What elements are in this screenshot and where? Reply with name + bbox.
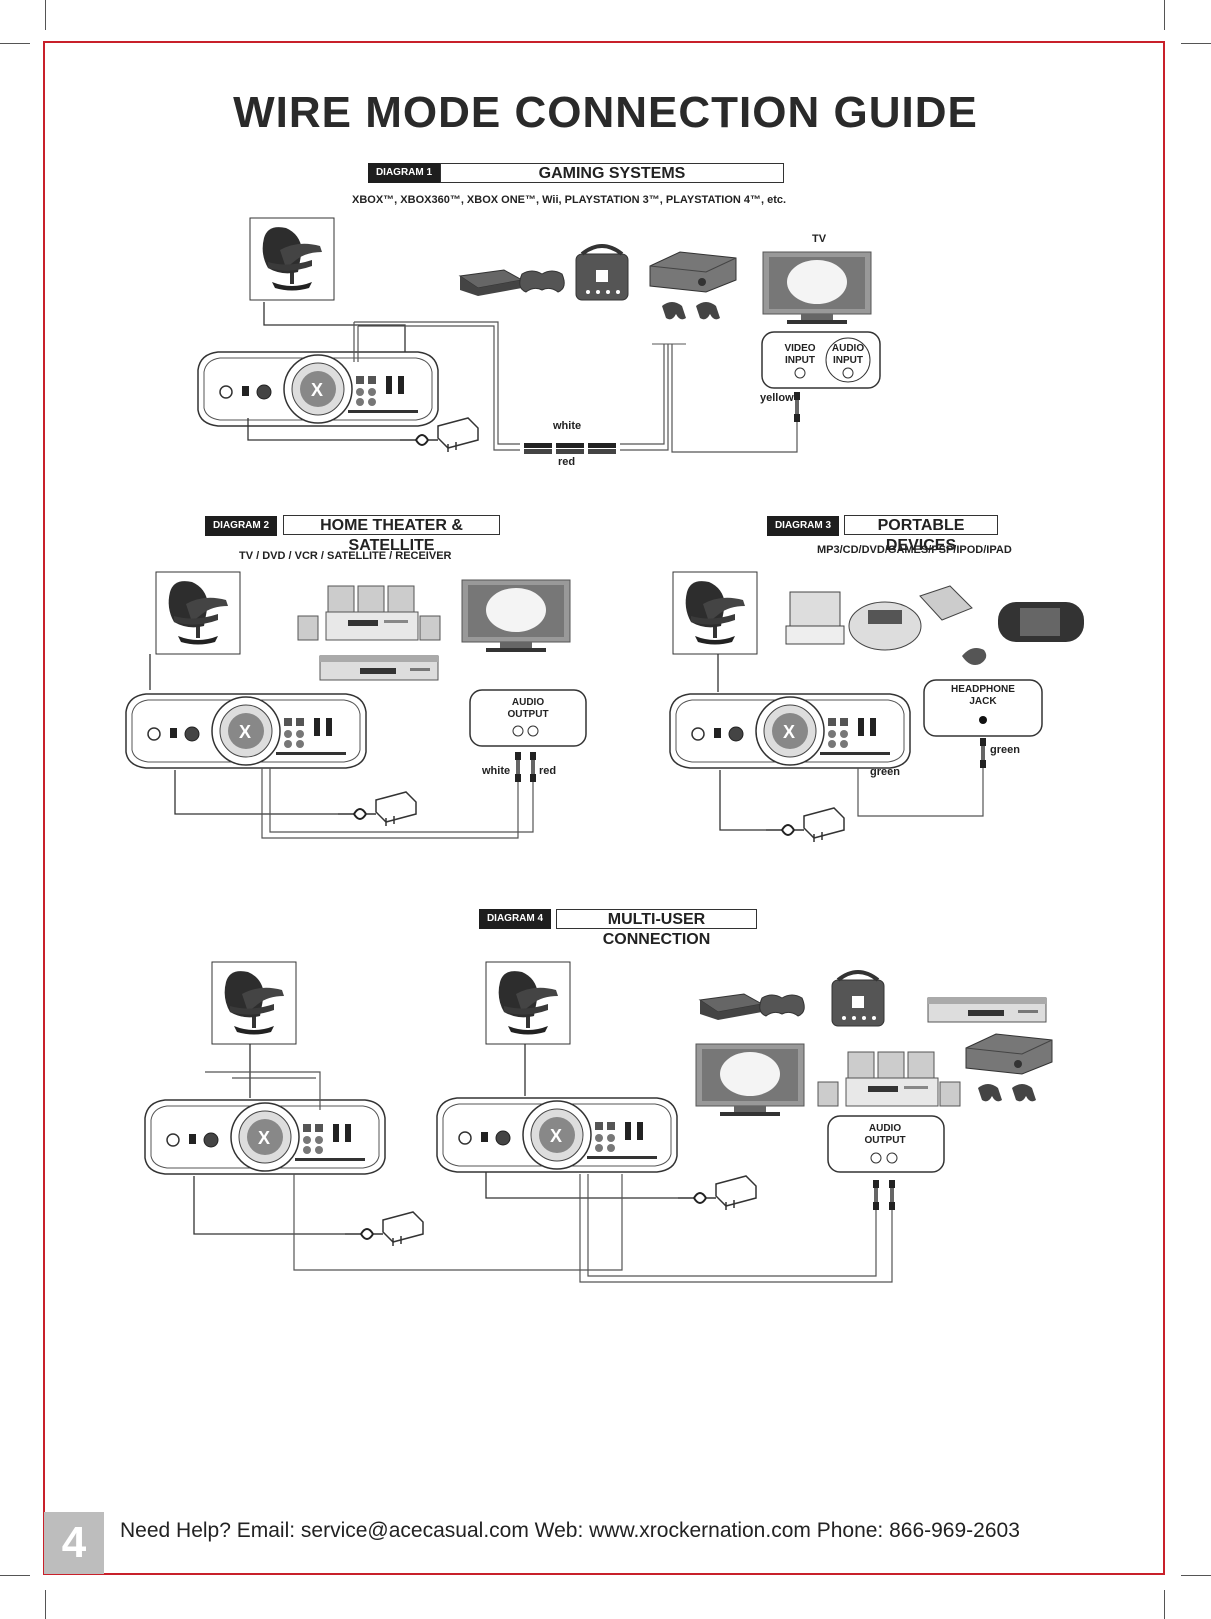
diagram-4-tag: DIAGRAM 4 xyxy=(479,909,551,929)
tv-label: TV xyxy=(812,233,827,245)
crop-mark xyxy=(45,0,46,30)
headphone-jack-label: HEADPHONE JACK xyxy=(951,684,1015,707)
crop-mark xyxy=(45,1590,46,1619)
cable-label-green: green xyxy=(990,744,1020,756)
diagram-2-heading: HOME THEATER & SATELLITE xyxy=(283,515,500,554)
page-title: WIRE MODE CONNECTION GUIDE xyxy=(233,88,978,137)
diagram-2-subtitle: TV / DVD / VCR / SATELLITE / RECEIVER xyxy=(239,550,452,562)
diagram-4-heading: MULTI-USER CONNECTION xyxy=(556,909,757,948)
diagram-3-tag: DIAGRAM 3 xyxy=(767,516,839,536)
cable-label-yellow: yellow xyxy=(760,392,794,404)
diagram-1-subtitle: XBOX™, XBOX360™, XBOX ONE™, Wii, PLAYSTA… xyxy=(352,194,787,206)
diagram-3-heading: PORTABLE DEVICES xyxy=(844,515,998,554)
audio-output-label: AUDIO OUTPUT xyxy=(864,1123,906,1146)
crop-mark xyxy=(1164,1590,1165,1619)
help-footer: Need Help? Email: service@acecasual.com … xyxy=(120,1519,1020,1542)
cable-label-red: red xyxy=(558,456,576,468)
audio-input-label: AUDIO INPUT xyxy=(831,343,865,366)
cable-label-white: white xyxy=(553,420,582,432)
crop-mark xyxy=(1164,0,1165,30)
cable-label-green: green xyxy=(870,766,900,778)
video-input-label: VIDEO INPUT xyxy=(784,343,816,366)
crop-mark xyxy=(0,43,30,44)
crop-mark xyxy=(1181,43,1211,44)
diagram-1-tag: DIAGRAM 1 xyxy=(368,163,440,183)
page-frame xyxy=(43,41,1165,1575)
cable-label-white: white xyxy=(482,765,511,777)
crop-mark xyxy=(1181,1575,1211,1576)
page-number: 4 xyxy=(44,1512,104,1574)
crop-mark xyxy=(0,1575,30,1576)
cable-label-red: red xyxy=(539,765,557,777)
diagram-3-subtitle: MP3/CD/DVD/GAMES/PSP/IPOD/IPAD xyxy=(817,544,1012,556)
diagram-2-tag: DIAGRAM 2 xyxy=(205,516,277,536)
diagram-1-heading: GAMING SYSTEMS xyxy=(440,163,784,183)
audio-output-label: AUDIO OUTPUT xyxy=(507,697,549,720)
